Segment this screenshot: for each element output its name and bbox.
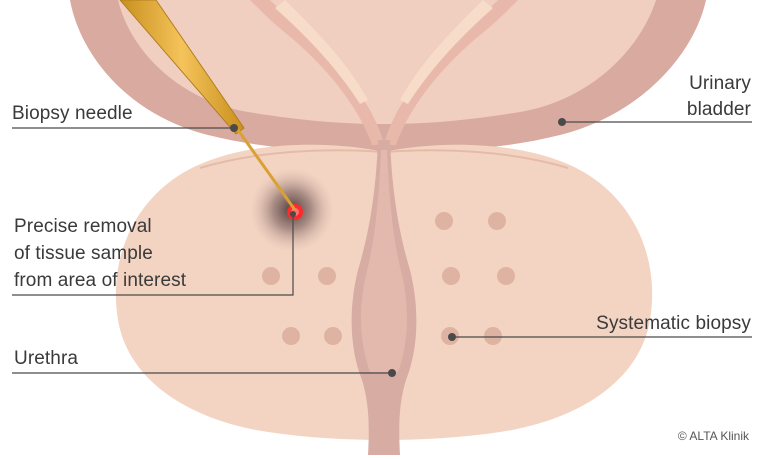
biopsy-spot bbox=[282, 327, 300, 345]
marker-urethra bbox=[388, 369, 396, 377]
biopsy-spot bbox=[497, 267, 515, 285]
marker-needle bbox=[230, 124, 238, 132]
biopsy-needle bbox=[119, 0, 297, 211]
marker-systematic bbox=[448, 333, 456, 341]
marker-lesion bbox=[290, 211, 296, 217]
marker-bladder bbox=[558, 118, 566, 126]
biopsy-spot bbox=[484, 327, 502, 345]
label-precise-removal-3: from area of interest bbox=[14, 270, 187, 291]
biopsy-spot bbox=[442, 267, 460, 285]
biopsy-spot bbox=[318, 267, 336, 285]
copyright-notice: © ALTA Klinik bbox=[677, 429, 749, 443]
biopsy-spot bbox=[262, 267, 280, 285]
leader-lines bbox=[12, 121, 752, 374]
leader-removal bbox=[12, 215, 294, 296]
bladder-fold-left bbox=[250, 0, 384, 145]
label-systematic-biopsy: Systematic biopsy bbox=[596, 313, 751, 334]
biopsy-spot bbox=[324, 327, 342, 345]
label-biopsy-needle: Biopsy needle bbox=[12, 103, 133, 124]
label-precise-removal-2: of tissue sample bbox=[14, 243, 153, 264]
biopsy-spot bbox=[488, 212, 506, 230]
systematic-biopsy-spots bbox=[262, 212, 515, 345]
label-bladder: bladder bbox=[686, 99, 751, 120]
bladder-fold-right bbox=[384, 0, 518, 145]
biopsy-spot bbox=[435, 212, 453, 230]
label-urethra: Urethra bbox=[14, 348, 79, 369]
bladder-lumen bbox=[118, 0, 656, 124]
label-precise-removal-1: Precise removal bbox=[14, 216, 152, 237]
label-urinary: Urinary bbox=[689, 73, 751, 94]
